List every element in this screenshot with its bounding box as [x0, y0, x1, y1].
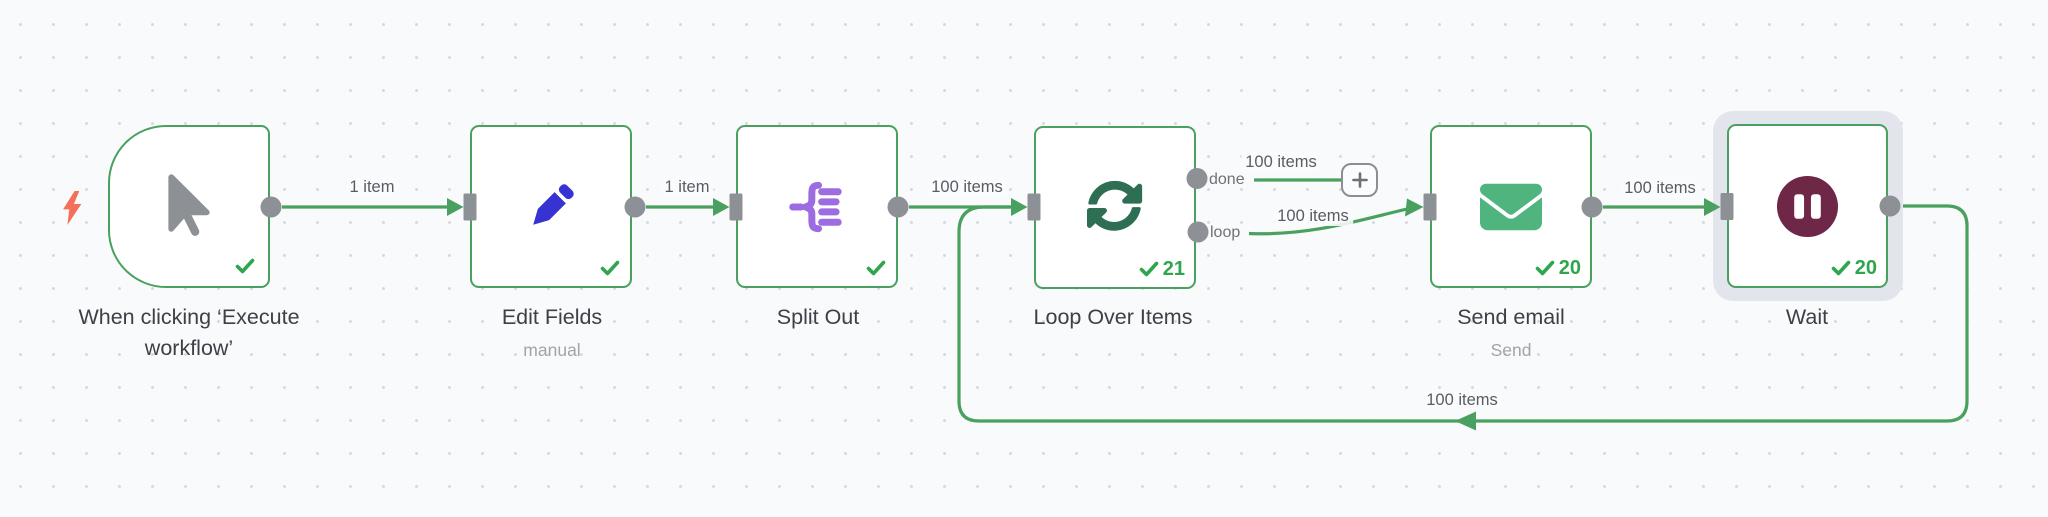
success-check-icon [1831, 260, 1851, 276]
output-port-edit-fields[interactable] [624, 196, 646, 218]
output-port-trigger[interactable] [260, 196, 282, 218]
run-count: 20 [1558, 257, 1581, 279]
connection-label: 100 items [1422, 390, 1502, 410]
pause-icon [1776, 175, 1839, 237]
plus-icon [1351, 172, 1368, 188]
envelope-icon [1480, 183, 1542, 230]
output-port-send-email[interactable] [1581, 196, 1603, 218]
connection-label: 1 item [660, 177, 714, 197]
input-port-wait[interactable] [1720, 193, 1734, 220]
node-split-out[interactable] [736, 125, 898, 288]
arrowhead-into-wait [1704, 198, 1721, 216]
output-port-wait[interactable] [1879, 195, 1901, 217]
success-check-icon [866, 260, 886, 276]
success-check-icon [600, 260, 620, 276]
success-check-icon [1139, 261, 1159, 277]
connection-label: 1 item [345, 177, 399, 197]
output-port-split-out[interactable] [887, 196, 909, 218]
connection-label: 100 items [1620, 178, 1700, 198]
add-node-button[interactable] [1341, 163, 1378, 197]
arrowhead-into-edit-fields [447, 198, 464, 216]
output-port-loop-done[interactable] [1186, 168, 1208, 189]
split-icon [789, 181, 842, 232]
input-port-send-email[interactable] [1423, 193, 1437, 221]
success-check-icon [235, 258, 255, 274]
connection-label: 100 items [1273, 206, 1353, 226]
input-port-loop-over-items[interactable] [1027, 193, 1041, 221]
output-port-label-done: done [1209, 171, 1245, 188]
node-send-email[interactable]: 20 [1430, 125, 1592, 288]
lightning-bolt-icon [63, 190, 82, 226]
pencil-icon [533, 183, 574, 225]
success-check-icon [1535, 260, 1555, 276]
arrowhead-into-loop-over-items [1011, 198, 1028, 216]
arrowhead-into-send-email [1405, 198, 1424, 217]
connection-loop-loop-to-send-email[interactable] [1248, 207, 1408, 236]
arrowhead-into-split-out [713, 198, 730, 216]
connection-label: 100 items [927, 177, 1007, 197]
input-port-split-out[interactable] [729, 193, 743, 221]
node-loop-over-items[interactable]: 21 [1034, 126, 1196, 289]
run-count: 20 [1854, 257, 1877, 279]
connection-label: 100 items [1241, 152, 1321, 172]
node-when-clicking-execute-workflow[interactable] [108, 125, 270, 288]
input-port-edit-fields[interactable] [463, 193, 477, 221]
output-port-loop-loop[interactable] [1187, 221, 1209, 243]
run-count: 21 [1162, 258, 1185, 280]
loop-icon [1087, 180, 1143, 231]
mouse-pointer-icon [168, 173, 210, 236]
output-port-label-loop: loop [1210, 224, 1241, 241]
arrowhead-loopback [1455, 411, 1476, 431]
